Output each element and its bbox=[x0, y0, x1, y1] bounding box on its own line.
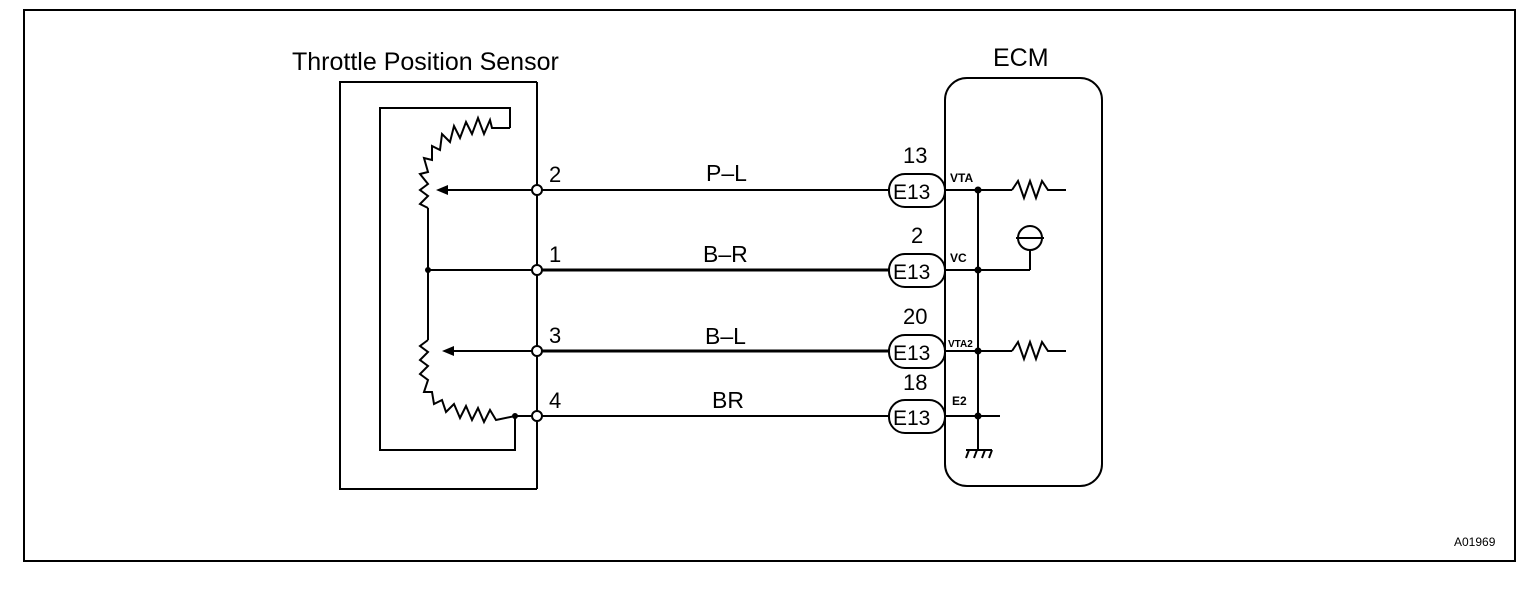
ecm-resistor bbox=[1011, 338, 1066, 363]
ecm-title: ECM bbox=[993, 44, 1049, 72]
sensor-pin-label: 3 bbox=[549, 323, 561, 348]
ecm-resistor bbox=[1011, 177, 1066, 202]
sensor-title: Throttle Position Sensor bbox=[292, 48, 559, 76]
sensor-pin-label: 1 bbox=[549, 242, 561, 267]
sensor-terminal-3 bbox=[531, 345, 543, 357]
connector-code: E13 bbox=[893, 407, 930, 430]
ecm-signal-label: VTA2 bbox=[948, 339, 973, 350]
sensor-pin-label: 4 bbox=[549, 388, 561, 413]
ecm-box bbox=[944, 77, 1103, 487]
lower-resistor bbox=[418, 339, 516, 425]
ecm-signal-label: VC bbox=[950, 251, 967, 265]
ecm-pin-number: 13 bbox=[903, 143, 927, 168]
connector-code: E13 bbox=[893, 342, 930, 365]
diagram-frame bbox=[23, 9, 1516, 562]
figure-id: A01969 bbox=[1454, 535, 1496, 549]
upper-resistor bbox=[418, 115, 510, 209]
wire-color-label: P–L bbox=[706, 160, 747, 186]
wire-color-label: B–R bbox=[703, 241, 748, 267]
sensor-pin-label: 2 bbox=[549, 162, 561, 187]
ecm-pin-number: 18 bbox=[903, 370, 927, 395]
connector-code: E13 bbox=[893, 261, 930, 284]
sensor-inner-frame bbox=[379, 107, 516, 451]
ecm-pin-number: 20 bbox=[903, 304, 927, 329]
sensor-housing bbox=[339, 81, 537, 490]
connector-code: E13 bbox=[893, 181, 930, 204]
ecm-pin-number: 2 bbox=[911, 223, 923, 248]
ecm-signal-label: VTA bbox=[950, 171, 973, 185]
sensor-terminal-4 bbox=[531, 410, 543, 422]
ecm-signal-label: E2 bbox=[952, 394, 967, 408]
wire-color-label: BR bbox=[712, 387, 744, 413]
sensor-terminal-1 bbox=[531, 264, 543, 276]
sensor-terminal-2 bbox=[531, 184, 543, 196]
wire-color-label: B–L bbox=[705, 323, 746, 349]
